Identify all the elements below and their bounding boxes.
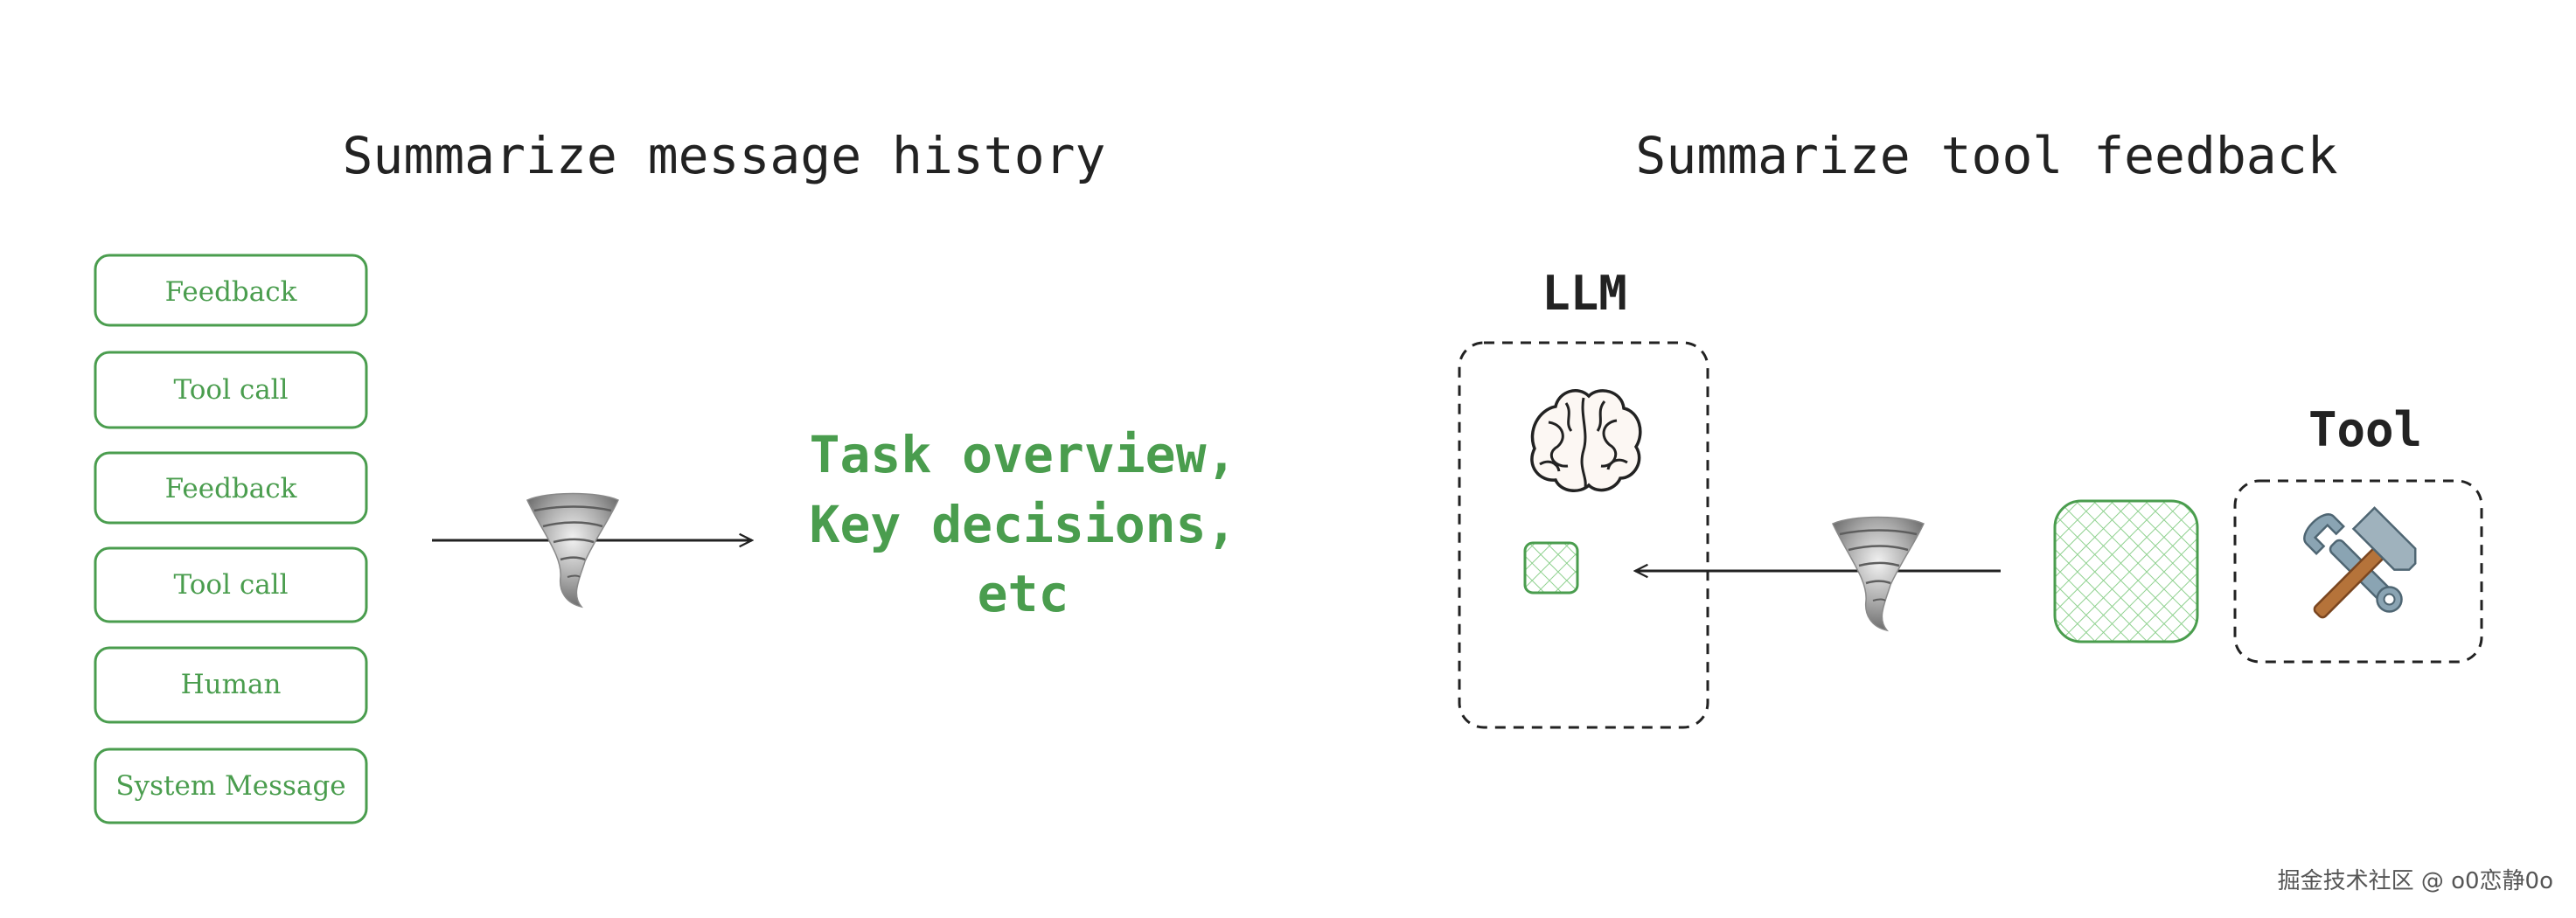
message-label: Feedback — [165, 473, 297, 504]
left-panel-title: Summarize message history — [343, 126, 1106, 185]
summary-line: etc — [978, 564, 1069, 623]
message-history-stack: Feedback Tool call Feedback Tool call Hu… — [94, 254, 368, 824]
hammer-wrench-icon — [2303, 506, 2417, 619]
message-box-tool-call-1: Tool call — [94, 351, 368, 429]
watermark: 掘金技术社区 @ o0恋静0o — [2278, 868, 2553, 894]
summary-line: Key decisions, — [810, 495, 1237, 554]
summary-line: Task overview, — [810, 425, 1237, 484]
message-label: System Message — [115, 770, 345, 802]
tornado-icon — [526, 492, 619, 609]
tool-container — [2233, 479, 2483, 664]
message-box-tool-call-2: Tool call — [94, 546, 368, 623]
message-label: Feedback — [165, 276, 297, 308]
message-box-system-message: System Message — [94, 748, 368, 824]
tornado-icon — [1831, 516, 1925, 632]
llm-label: LLM — [1542, 266, 1627, 321]
llm-container — [1458, 341, 1709, 729]
message-label: Human — [181, 669, 282, 700]
message-box-feedback-2: Feedback — [94, 451, 368, 525]
right-panel-title: Summarize tool feedback — [1635, 126, 2337, 185]
message-box-human: Human — [94, 646, 368, 724]
message-label: Tool call — [173, 374, 288, 406]
brain-icon — [1530, 389, 1642, 492]
summary-text: Task overview, Key decisions, etc — [810, 425, 1237, 623]
summarized-feedback-block — [1523, 541, 1579, 595]
tool-label: Tool — [2308, 402, 2422, 457]
message-label: Tool call — [173, 569, 288, 601]
message-box-feedback-1: Feedback — [94, 254, 368, 327]
raw-tool-output-block — [2053, 499, 2199, 643]
